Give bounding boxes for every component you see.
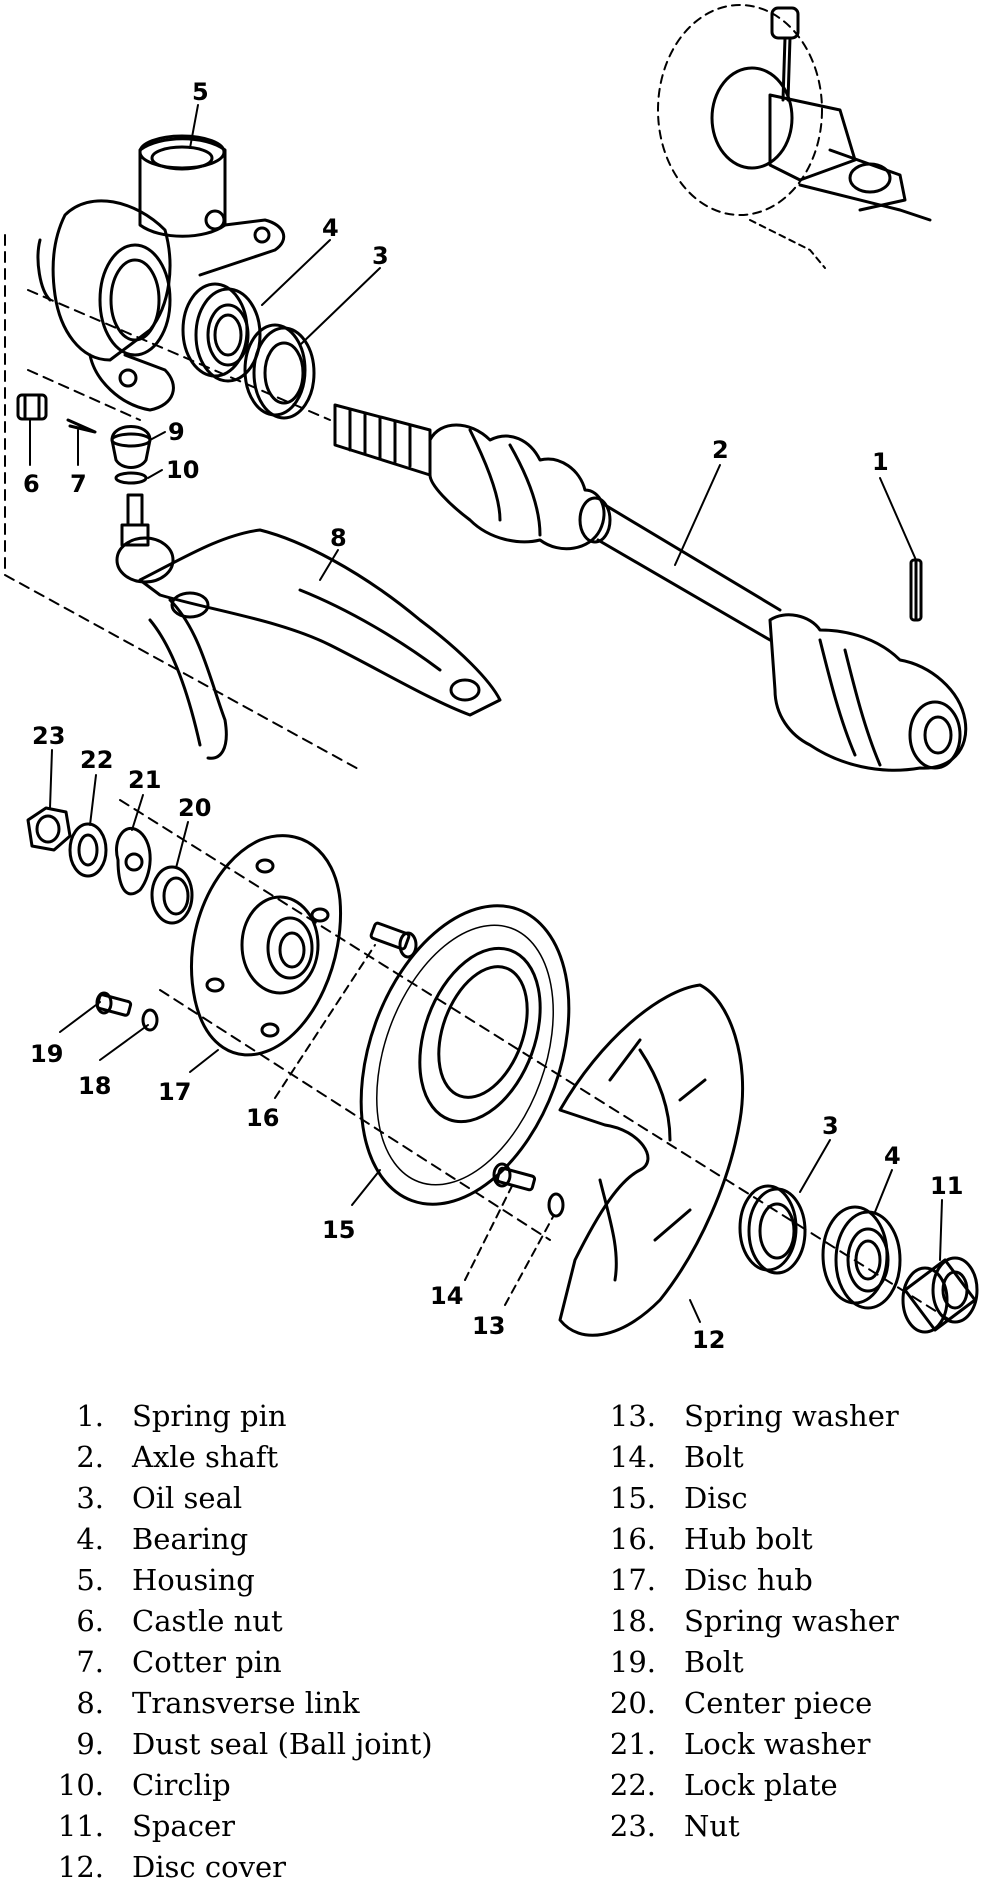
center-piece bbox=[150, 865, 194, 925]
bearing-bottom bbox=[821, 1205, 902, 1310]
legend-item: 6.Castle nut bbox=[76, 1604, 283, 1638]
cotter-pin bbox=[66, 418, 97, 434]
parts-legend-left: 1.Spring pin 2.Axle shaft 3.Oil seal 4.B… bbox=[30, 1396, 433, 1888]
legend-item: 22.Lock plate bbox=[609, 1768, 838, 1802]
leader-lines bbox=[29, 104, 943, 1323]
callout-17: 17 bbox=[158, 1078, 191, 1106]
legend-item: 15.Disc bbox=[609, 1481, 748, 1515]
disc-hub bbox=[190, 834, 343, 1057]
legend-item: 19.Bolt bbox=[609, 1645, 744, 1679]
legend-item: 12.Disc cover bbox=[57, 1850, 286, 1884]
legend-item: 18.Spring washer bbox=[609, 1604, 899, 1638]
callout-15: 15 bbox=[322, 1216, 355, 1244]
castle-nut bbox=[16, 393, 48, 421]
callout-3-lower: 3 bbox=[822, 1112, 839, 1140]
transverse-link bbox=[115, 493, 502, 760]
callout-9: 9 bbox=[168, 418, 185, 446]
circlip bbox=[114, 471, 148, 485]
legend-item: 13.Spring washer bbox=[609, 1399, 899, 1433]
callout-20: 20 bbox=[178, 794, 211, 822]
lock-plate bbox=[68, 822, 108, 878]
spring-pin bbox=[909, 558, 923, 622]
bolt-19 bbox=[95, 991, 133, 1017]
legend-item: 2.Axle shaft bbox=[76, 1440, 279, 1474]
legend-item: 9.Dust seal (Ball joint) bbox=[76, 1727, 433, 1761]
callout-18: 18 bbox=[78, 1072, 111, 1100]
legend-item: 11.Spacer bbox=[57, 1809, 235, 1843]
bearing-top bbox=[181, 282, 262, 383]
callout-7: 7 bbox=[70, 470, 87, 498]
callout-8: 8 bbox=[330, 524, 347, 552]
dust-seal bbox=[110, 425, 152, 469]
brake-disc bbox=[359, 904, 571, 1206]
callout-23: 23 bbox=[32, 722, 65, 750]
disc-cover bbox=[558, 983, 745, 1337]
legend-item: 10.Circlip bbox=[57, 1768, 231, 1802]
legend-item: 14.Bolt bbox=[609, 1440, 744, 1474]
callout-22: 22 bbox=[80, 746, 113, 774]
exploded-view-diagram: 5 4 3 6 7 9 10 8 2 1 23 22 21 20 19 18 1… bbox=[4, 4, 979, 1354]
callout-11: 11 bbox=[930, 1172, 963, 1200]
legend-item: 17.Disc hub bbox=[609, 1563, 813, 1597]
hub-bolt bbox=[369, 921, 418, 959]
spring-washer-18 bbox=[141, 1008, 159, 1032]
spacer bbox=[901, 1256, 979, 1334]
callout-19: 19 bbox=[30, 1040, 63, 1068]
callout-5: 5 bbox=[192, 78, 209, 106]
lock-washer bbox=[115, 827, 152, 896]
knuckle-housing bbox=[36, 134, 286, 412]
legend-item: 4.Bearing bbox=[76, 1522, 249, 1556]
callout-4-lower: 4 bbox=[884, 1142, 901, 1170]
callout-16: 16 bbox=[246, 1104, 279, 1132]
legend-item: 7.Cotter pin bbox=[76, 1645, 282, 1679]
callout-14: 14 bbox=[430, 1282, 463, 1310]
legend-item: 5.Housing bbox=[76, 1563, 255, 1597]
legend-item: 8.Transverse link bbox=[76, 1686, 360, 1720]
callout-10: 10 bbox=[166, 456, 199, 484]
callout-2: 2 bbox=[712, 436, 729, 464]
legend-item: 3.Oil seal bbox=[76, 1481, 243, 1515]
callout-13: 13 bbox=[472, 1312, 505, 1340]
parts-legend-right: 13.Spring washer 14.Bolt 15.Disc 16.Hub … bbox=[580, 1396, 899, 1847]
legend-item: 21.Lock washer bbox=[609, 1727, 871, 1761]
oil-seal-top bbox=[243, 323, 316, 420]
oil-seal-bottom bbox=[738, 1184, 807, 1275]
callout-3: 3 bbox=[372, 242, 389, 270]
callout-12: 12 bbox=[692, 1326, 725, 1354]
callout-4: 4 bbox=[322, 214, 339, 242]
legend-item: 20.Center piece bbox=[609, 1686, 873, 1720]
axle-shaft bbox=[333, 403, 968, 772]
callout-1: 1 bbox=[872, 448, 889, 476]
callout-numbers: 5 4 3 6 7 9 10 8 2 1 23 22 21 20 19 18 1… bbox=[23, 78, 963, 1354]
legend-item: 23.Nut bbox=[609, 1809, 740, 1843]
spring-washer-13 bbox=[547, 1192, 565, 1218]
callout-21: 21 bbox=[128, 766, 161, 794]
legend-item: 1.Spring pin bbox=[76, 1399, 287, 1433]
nut bbox=[26, 806, 72, 852]
callout-6: 6 bbox=[23, 470, 40, 498]
legend-item: 16.Hub bolt bbox=[609, 1522, 813, 1556]
assembly-guide-lines bbox=[4, 234, 951, 1321]
assembly-inset bbox=[657, 4, 932, 269]
bolt-14 bbox=[492, 1162, 537, 1192]
